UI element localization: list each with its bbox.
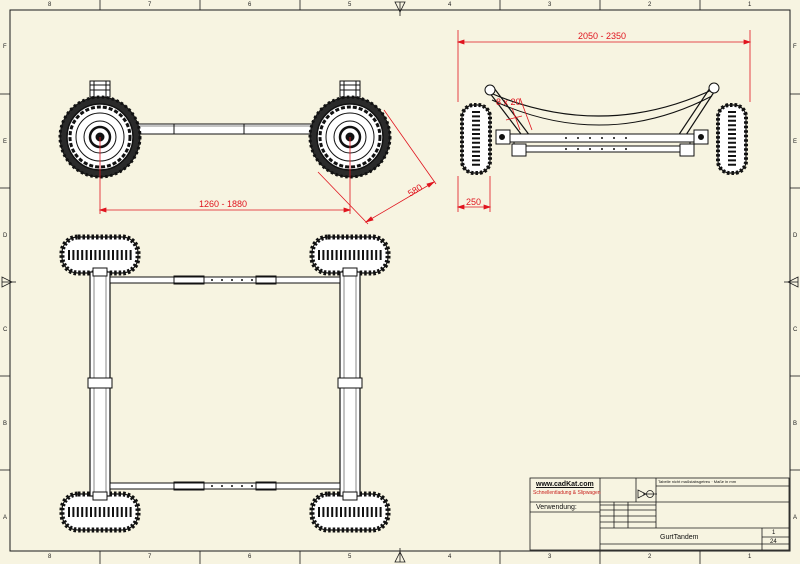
zone-col-label: 2 [648,2,652,8]
zone-col-label: 6 [248,554,252,560]
zone-row-label: D [3,233,8,239]
zone-row-label: F [3,44,7,50]
dimension-lines [98,30,752,225]
zone-row-label: A [3,515,8,521]
zone-col-label: 1 [748,2,752,8]
zone-col-label: 3 [548,2,552,8]
dimension-wheel-width: 250 [466,197,482,207]
zone-col-label: 6 [248,2,252,8]
zone-row-label: F [793,44,797,50]
drawing-title: GurtTandem [660,534,699,541]
zone-row-label: C [793,327,798,333]
company-tagline: Schnellentladung & Slipwagen [533,490,601,496]
sheet-number: 1 [772,530,776,536]
side-view [58,80,392,179]
title-block-note: Tabelle nicht maßstabsgetreu · Maße in m… [658,479,737,484]
zone-row-label: B [3,421,8,427]
zone-col-label: 2 [648,554,652,560]
zone-col-label: 4 [448,554,452,560]
title-block [529,477,790,551]
zone-col-label: 3 [548,554,552,560]
zone-col-label: 5 [348,2,352,8]
dimension-arm-spacing: 8 x 20 [496,97,521,107]
front-view-wheel-right [718,105,746,173]
dimension-wheelbase: 1260 - 1880 [199,199,248,209]
plan-view [62,237,388,530]
zone-row-label: B [793,421,798,427]
zone-row-label: A [793,515,798,521]
zone-col-label: 7 [148,554,152,560]
front-view [462,82,746,173]
usage-label: Verwendung: [536,504,577,511]
zone-col-label: 5 [348,554,352,560]
dimension-overall-length: 2050 - 2350 [578,31,627,41]
front-view-wheel-left [462,105,490,173]
zone-row-label: E [793,139,798,145]
zone-col-label: 8 [48,554,52,560]
zone-row-label: E [3,139,8,145]
zone-col-label: 7 [148,2,152,8]
zone-row-label: C [3,327,8,333]
sheet-total: 24 [770,539,777,545]
zone-col-label: 8 [48,2,52,8]
zone-col-label: 1 [748,554,752,560]
company-url: www.cadKat.com [536,481,594,488]
zone-row-label: D [793,233,798,239]
zone-col-label: 4 [448,2,452,8]
